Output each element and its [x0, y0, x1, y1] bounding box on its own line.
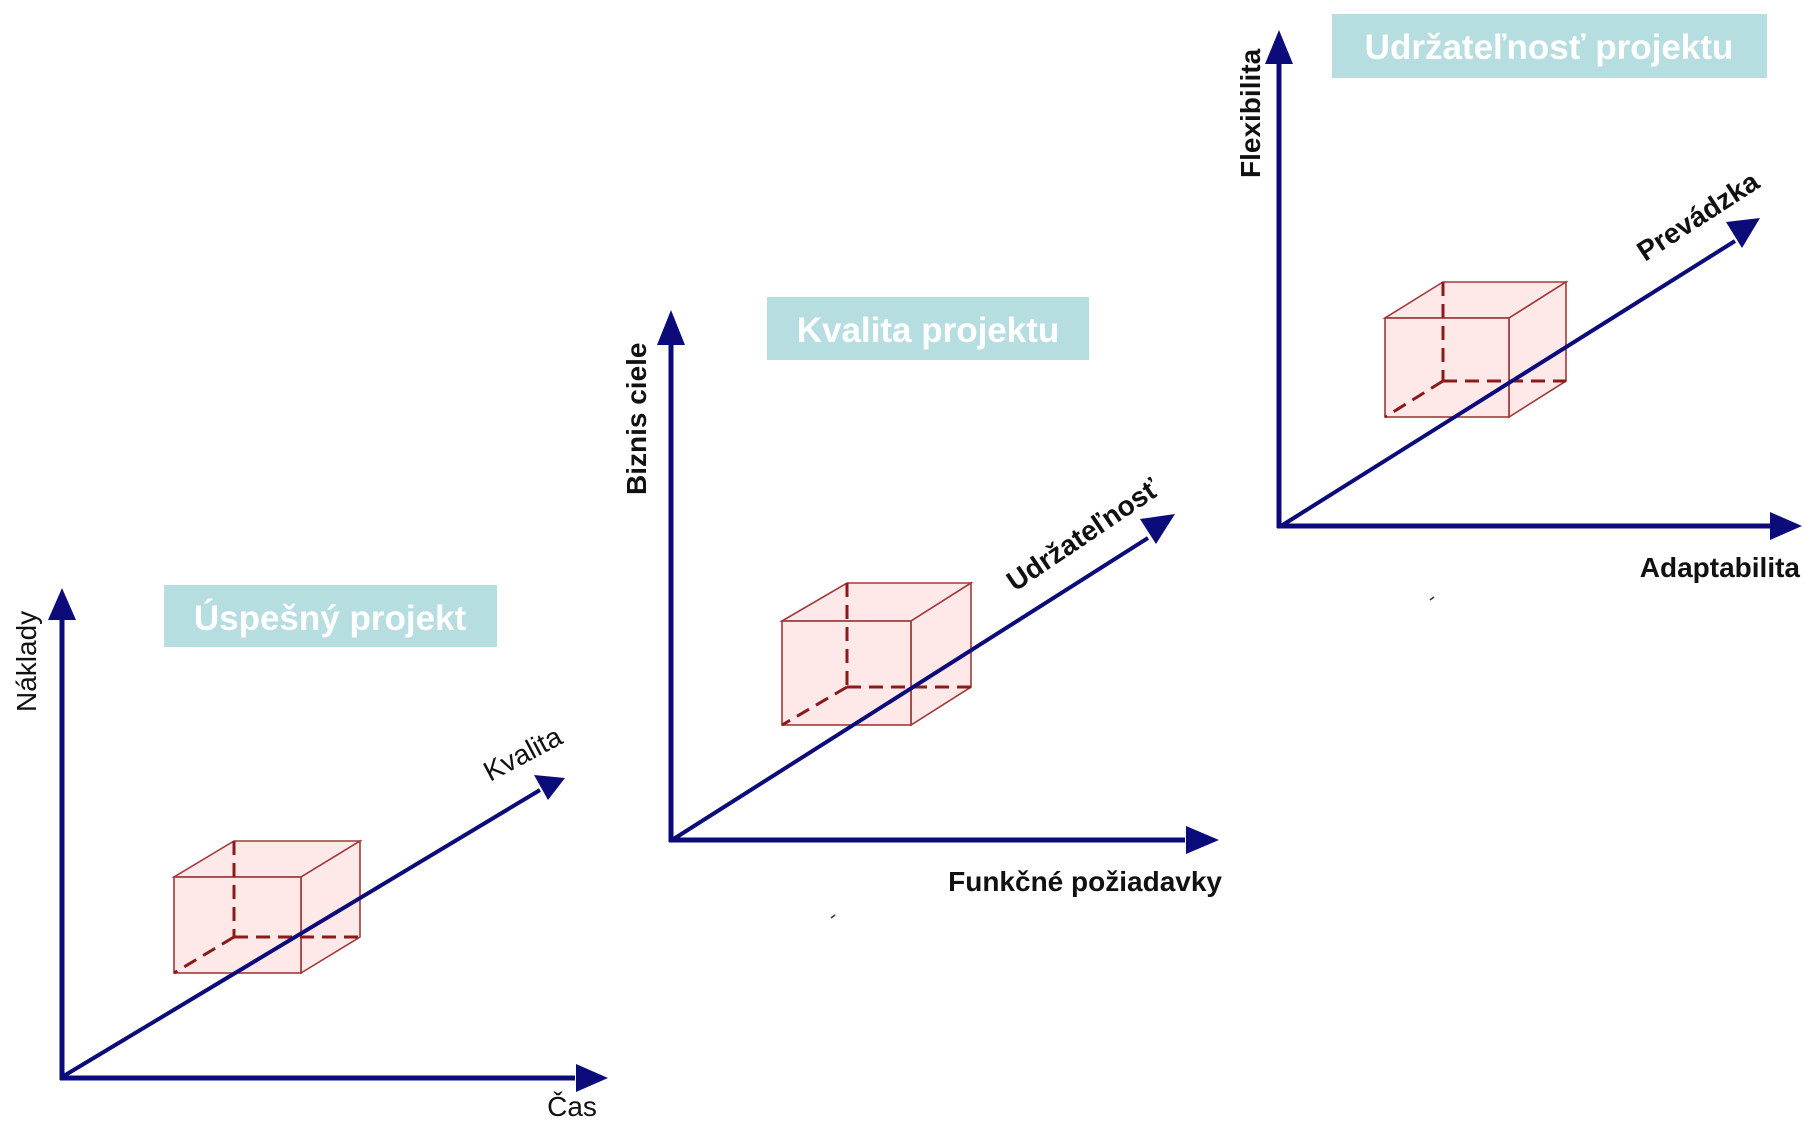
diagram-title-2: Kvalita projektu: [797, 311, 1060, 350]
cube-2: [779, 581, 974, 727]
arrow-head-icon: [1140, 514, 1175, 544]
arrow-head-icon: [1265, 30, 1293, 64]
arrow-head-icon: [48, 588, 76, 620]
y-axis-label-1: Náklady: [11, 611, 42, 712]
arrow-head-icon: [1726, 218, 1760, 248]
y-axis-label-3: Flexibilita: [1235, 48, 1266, 178]
cube-1: [171, 839, 363, 975]
diagonal-axis-1: [60, 788, 542, 1079]
arrow-head-icon: [534, 775, 565, 800]
diagonal-axis-label-3: Prevádzka: [1631, 165, 1764, 267]
title-box-1: [164, 585, 497, 647]
x-axis-label-3: Adaptabilita: [1640, 552, 1801, 583]
diagonal-axis-2: [670, 536, 1150, 842]
arrow-head-icon: [1770, 512, 1802, 540]
arrow-head-icon: [1186, 826, 1219, 854]
title-box-2: [767, 297, 1089, 360]
diagram-title-1: Úspešný projekt: [194, 598, 467, 638]
arrow-head-icon: [657, 310, 685, 345]
diagram-project-sustainability: Udržateľnosť projektu Flexibilita Adapta…: [1235, 14, 1802, 601]
stray-mark: [1429, 596, 1435, 601]
arrow-head-icon: [576, 1064, 608, 1092]
cube-3: [1382, 280, 1569, 419]
stray-mark: [830, 914, 836, 919]
x-axis-label-2: Funkčné požiadavky: [948, 866, 1222, 897]
diagram-successful-project: Úspešný projekt Náklady Čas Kvalita: [11, 585, 608, 1122]
diagonal-axis-3: [1279, 239, 1737, 528]
x-axis-label-1: Čas: [547, 1091, 597, 1122]
diagram-project-quality: Kvalita projektu Biznis ciele Funkčné po…: [621, 297, 1222, 919]
y-axis-label-2: Biznis ciele: [621, 342, 652, 495]
title-box-3: [1332, 14, 1767, 78]
diagram-title-3: Udržateľnosť projektu: [1365, 28, 1734, 67]
